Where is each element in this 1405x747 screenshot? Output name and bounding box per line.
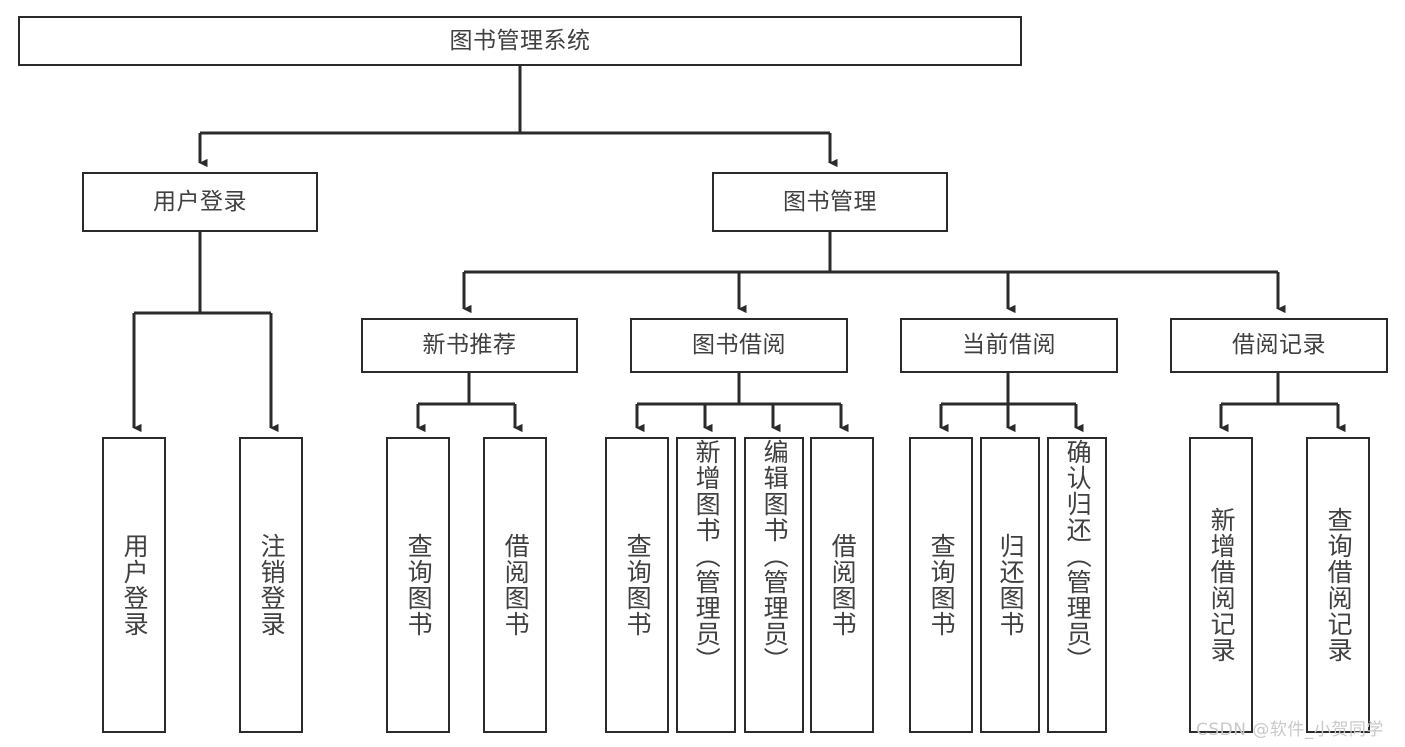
node-leaf-query-book-recommend[interactable]: 查询图书 (386, 437, 450, 733)
node-label: 注销登录 (257, 533, 287, 637)
node-label: 图书管理系统 (449, 27, 591, 54)
node-label: 归还图书 (996, 533, 1026, 637)
node-label: 图书借阅 (692, 332, 786, 359)
node-label: 当前借阅 (962, 332, 1056, 359)
node-user-login[interactable]: 用户登录 (82, 172, 318, 232)
node-label: 用户登录 (153, 188, 247, 215)
node-label: 查询图书 (927, 533, 957, 637)
node-leaf-query-borrow-record[interactable]: 查询借阅记录 (1306, 437, 1370, 733)
node-label: 借阅图书 (828, 533, 858, 637)
node-label: 查询图书 (623, 533, 653, 637)
node-leaf-confirm-return-admin[interactable]: 确认归还（管理员） (1047, 437, 1107, 733)
node-label: 借阅记录 (1232, 332, 1326, 359)
node-label: 新增图书（管理员） (692, 439, 722, 673)
node-leaf-query-book-current[interactable]: 查询图书 (909, 437, 973, 733)
node-leaf-user-login[interactable]: 用户登录 (102, 437, 166, 733)
node-leaf-return-book[interactable]: 归还图书 (980, 437, 1040, 733)
node-leaf-add-borrow-record[interactable]: 新增借阅记录 (1189, 437, 1253, 733)
node-borrow-record[interactable]: 借阅记录 (1170, 318, 1388, 373)
csdn-watermark: CSDN @软件_小贺同学 (1196, 720, 1384, 740)
node-leaf-edit-book-admin[interactable]: 编辑图书（管理员） (744, 437, 804, 733)
node-label: 编辑图书（管理员） (760, 439, 790, 673)
node-label: 确认归还（管理员） (1063, 439, 1093, 673)
node-label: 新书推荐 (422, 332, 517, 359)
node-book-management[interactable]: 图书管理 (712, 172, 948, 232)
node-label: 图书管理 (783, 188, 877, 215)
node-label: 新增借阅记录 (1207, 507, 1237, 663)
node-leaf-query-book-borrow[interactable]: 查询图书 (605, 437, 669, 733)
node-current-borrow[interactable]: 当前借阅 (900, 318, 1118, 373)
node-new-book-recommend[interactable]: 新书推荐 (361, 318, 578, 373)
node-leaf-user-logout[interactable]: 注销登录 (239, 437, 303, 733)
node-leaf-borrow-book[interactable]: 借阅图书 (810, 437, 874, 733)
node-label: 查询借阅记录 (1324, 507, 1354, 663)
node-root-book-management-system[interactable]: 图书管理系统 (18, 16, 1022, 66)
node-book-borrow[interactable]: 图书借阅 (630, 318, 848, 373)
node-label: 借阅图书 (501, 533, 531, 637)
node-leaf-borrow-book-recommend[interactable]: 借阅图书 (483, 437, 547, 733)
node-label: 用户登录 (120, 533, 150, 637)
node-label: 查询图书 (404, 533, 434, 637)
node-leaf-add-book-admin[interactable]: 新增图书（管理员） (676, 437, 736, 733)
